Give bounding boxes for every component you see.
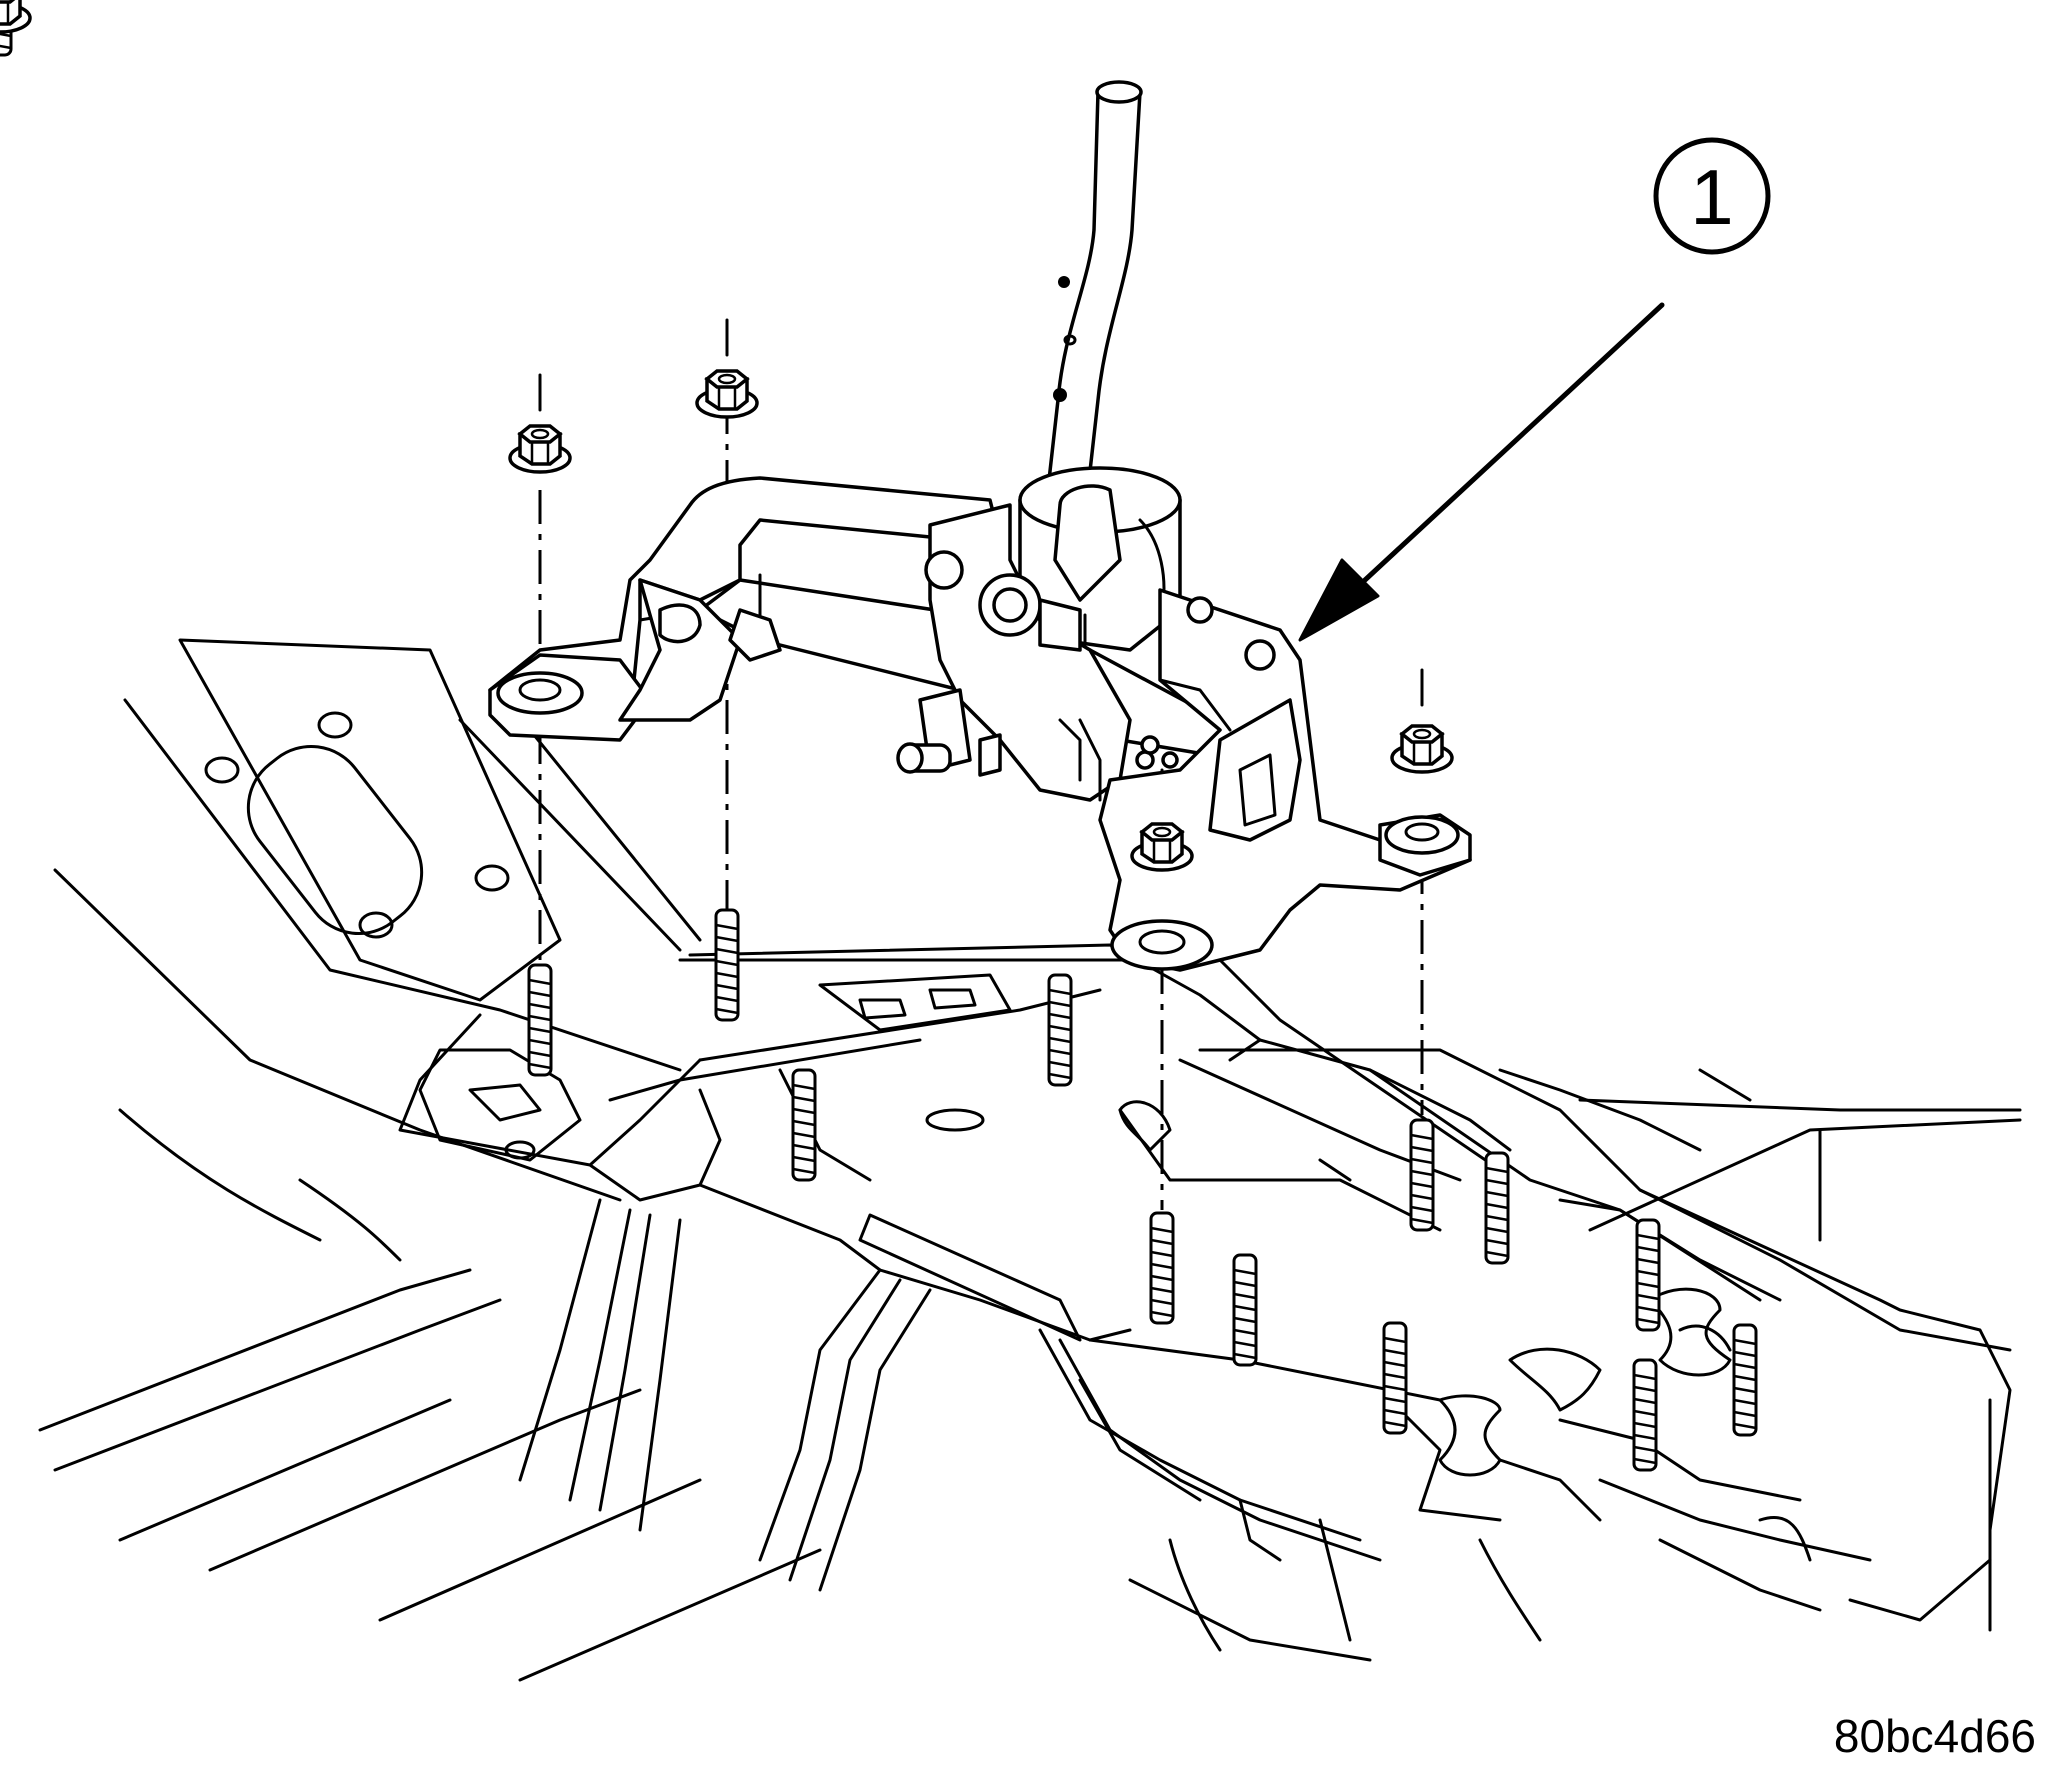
callout-number: 1 [1690,153,1733,241]
callout-1: 1 [1298,137,1771,642]
floor-pan-icon [38,638,2022,1682]
shifter-assembly-icon [488,80,1472,972]
flange-nut-icon [0,0,1454,872]
figure-code: 80bc4d66 [1834,1710,2036,1762]
